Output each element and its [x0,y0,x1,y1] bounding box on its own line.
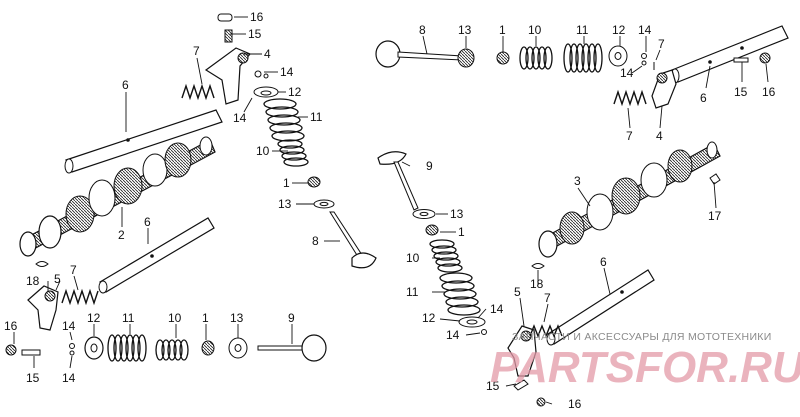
callout-15-upper-right: 15 [734,85,748,99]
callout-1-upper-left: 1 [283,176,290,190]
valve-spring-stack-center [412,209,487,335]
camshaft-left [19,136,216,257]
callout-11-upper-left: 11 [310,110,323,124]
spring-lower-left [61,288,99,306]
rocker-shaft-upper-right [670,25,789,84]
callout-7-upper-left: 7 [193,44,200,58]
rocker-shaft-lower-left [98,217,215,294]
callout-16-upper-right: 16 [762,85,776,99]
callout-7-lower-left: 7 [70,263,77,277]
callout-14-center-b: 14 [490,302,504,316]
callout-6-lower-right: 6 [600,255,607,269]
callout-4-upper-left: 4 [264,47,271,61]
rocker-shaft-lower-right [546,269,655,346]
watermark-brand: PARTSFOR.RU [490,343,800,392]
callout-10-upper-left: 10 [256,144,270,158]
callout-15-lower-left: 15 [26,371,40,385]
callout-6-lower-left: 6 [144,215,151,229]
callout-4-upper-right: 4 [656,129,663,143]
rocker-arm-upper-right [651,62,677,109]
callout-13-lower-left: 13 [230,311,244,325]
callout-14-top-b: 14 [620,66,634,80]
callout-15-lower-right: 15 [486,379,500,393]
callout-8-top: 8 [419,23,426,37]
callout-12-center: 12 [422,311,436,325]
small-parts-lower-left [5,343,75,356]
valve-spring-stack-lower-left [84,334,248,362]
callout-5-right: 5 [514,285,521,299]
callout-13-upper-left: 13 [278,197,292,211]
callout-10-center: 10 [406,251,420,265]
rocker-arm-lower-left [27,261,59,331]
callout-16-lower-left: 16 [4,319,18,333]
valve-upper-left [329,211,377,269]
watermark: ЗАПЧАСТИ И АКСЕССУАРЫ ДЛЯ МОТОТЕХНИКИ PA… [490,331,800,392]
callout-1-top: 1 [499,23,506,37]
callout-12-top: 12 [612,23,626,37]
callout-14-upper-left-b: 14 [233,111,247,125]
callout-2-camshaft: 2 [118,228,125,242]
callout-11-top: 11 [576,23,589,37]
callout-3-camshaft: 3 [574,174,581,188]
small-parts-upper-left [254,70,269,79]
spring-upper-right [613,89,647,107]
dowel-pin-17 [709,173,721,185]
callout-1-lower-left: 1 [202,311,209,325]
callout-13-center: 13 [450,207,464,221]
small-parts-upper-right [733,52,771,64]
callout-18-left: 18 [26,274,40,288]
valve-lower-left [257,334,327,362]
callout-12-upper-left: 12 [288,85,302,99]
callout-9-lower-left: 9 [288,311,295,325]
valve-center [377,151,419,211]
callout-8-left: 8 [312,234,319,248]
callout-17: 17 [708,209,722,223]
callout-14-lower-left-b: 14 [62,371,76,385]
callout-16-lower-right: 16 [568,397,582,411]
callout-10-lower-left: 10 [168,311,182,325]
callout-14-lower-left-a: 14 [62,319,76,333]
callout-5-left: 5 [54,272,61,286]
callout-9-center: 9 [426,159,433,173]
callout-15-upper-left: 15 [248,27,262,41]
callout-18-right: 18 [530,277,544,291]
spring-upper-left [181,83,215,101]
callout-13-top: 13 [458,23,472,37]
callout-7-upper-right-a: 7 [658,37,665,51]
callout-12-lower-left: 12 [87,311,101,325]
rocker-arm-upper-left [204,13,251,105]
callout-6-upper-left: 6 [122,78,129,92]
callout-7-upper-right-b: 7 [626,129,633,143]
callout-labels: 6 7 16 15 4 14 14 12 11 10 1 13 8 2 6 18… [4,10,776,411]
callout-16-upper-left: 16 [250,10,264,24]
callout-6-upper-right: 6 [700,91,707,105]
callout-11-lower-left: 11 [122,311,135,325]
leader-lines [13,16,769,405]
spring-lower-right [529,324,563,338]
valve-spring-stack-top [457,43,647,73]
watermark-tagline: ЗАПЧАСТИ И АКСЕССУАРЫ ДЛЯ МОТОТЕХНИКИ [512,331,772,343]
callout-7-lower-right: 7 [544,291,551,305]
camshaft-right [538,141,721,258]
valve-top-center [375,40,463,68]
callout-14-top-a: 14 [638,23,652,37]
callout-1-center: 1 [458,225,465,239]
small-parts-lower-right [513,379,546,407]
callout-14-upper-left-a: 14 [280,65,294,79]
callout-11-center: 11 [406,285,419,299]
callout-10-top: 10 [528,23,542,37]
rocker-shaft-upper-left [64,109,223,174]
callout-14-center-a: 14 [446,328,460,342]
rocker-arm-lower-right [507,263,545,377]
